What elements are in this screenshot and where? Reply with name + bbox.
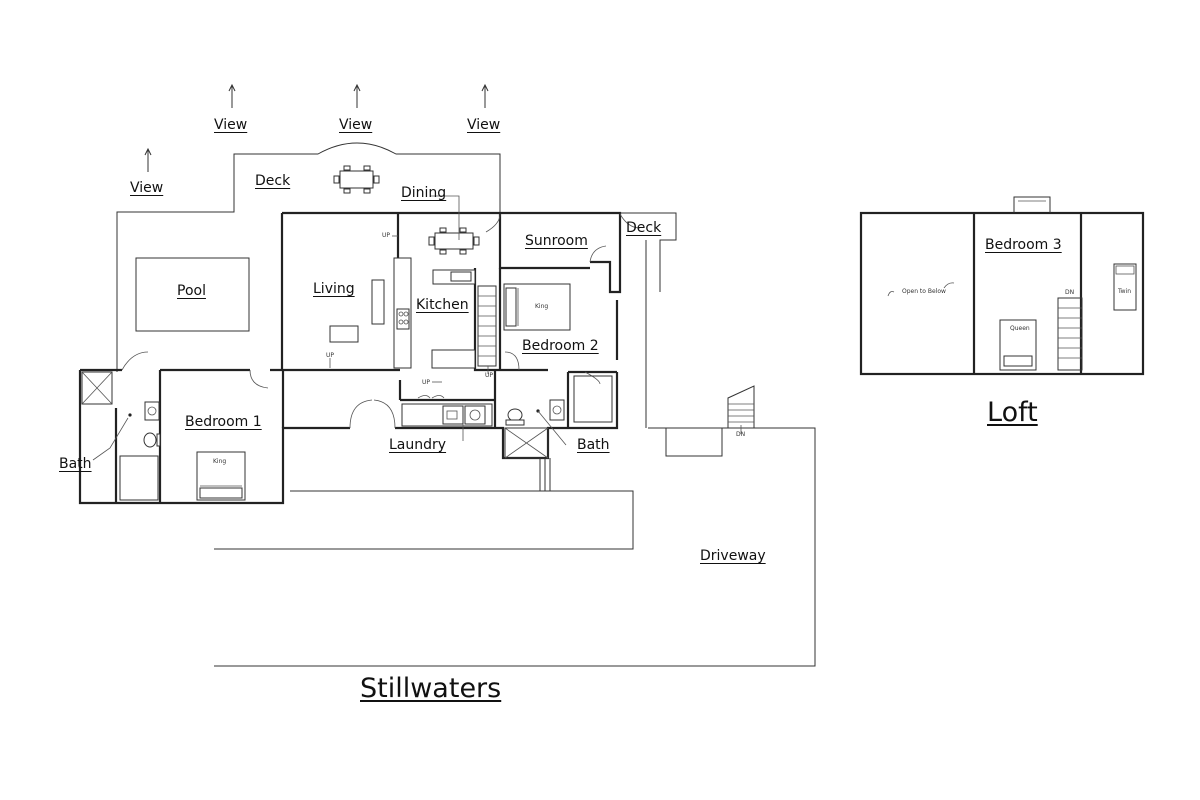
room-label-deck: Deck <box>255 173 291 189</box>
room-label-driveway: Driveway <box>700 548 766 564</box>
bath-left-fixtures <box>81 371 161 501</box>
stair-markers <box>329 235 489 383</box>
doors <box>121 213 641 429</box>
room-label-laundry: Laundry <box>389 437 447 453</box>
house-walls <box>78 211 622 505</box>
view-label-4: View <box>467 117 501 133</box>
room-label-sunroom: Sunroom <box>525 233 588 249</box>
bed-label-twin: Twin <box>1118 288 1132 295</box>
bed-label-king-2: King <box>535 303 549 310</box>
plan-title: Stillwaters <box>360 673 502 704</box>
room-label-pool: Pool <box>177 283 206 299</box>
pool-basin <box>135 257 250 332</box>
stair-up-note-4: UP <box>485 372 494 379</box>
room-label-living: Living <box>313 281 355 297</box>
room-label-side-deck: Deck <box>626 220 662 236</box>
laundry-fixtures <box>401 395 493 441</box>
stair-dn-note-2: DN <box>1065 289 1075 296</box>
room-label-bedroom3: Bedroom 3 <box>985 237 1062 253</box>
driveway-outline <box>214 385 816 667</box>
living-furniture <box>329 279 385 343</box>
stair-up-note-1: UP <box>382 232 391 239</box>
dining-table <box>428 195 480 255</box>
loft-title: Loft <box>987 397 1038 428</box>
open-to-below-note: Open to Below <box>902 288 946 295</box>
bedroom2-furniture <box>503 283 571 331</box>
deck-outline <box>116 142 501 372</box>
bed-label-queen: Queen <box>1010 325 1030 332</box>
deck-table <box>333 165 380 194</box>
room-label-bedroom1: Bedroom 1 <box>185 414 262 430</box>
side-deck <box>620 212 677 428</box>
view-arrows <box>144 83 489 172</box>
room-label-dining: Dining <box>401 185 447 201</box>
room-label-bath-right: Bath <box>577 437 610 453</box>
stair-up-note-3: UP <box>422 379 431 386</box>
stair-up-note-2: UP <box>326 352 335 359</box>
loft-walls <box>859 196 1145 376</box>
view-label-1: View <box>130 180 164 196</box>
bath-right-fixtures <box>504 375 613 491</box>
bed-label-king-1: King <box>213 458 227 465</box>
stairs <box>477 285 497 367</box>
view-label-2: View <box>214 117 248 133</box>
room-label-bath-left: Bath <box>59 456 92 472</box>
room-label-kitchen: Kitchen <box>416 297 469 313</box>
bedroom1-furniture <box>196 451 246 501</box>
kitchen-fixtures <box>393 257 476 369</box>
view-label-3: View <box>339 117 373 133</box>
stair-dn-note-1: DN <box>736 431 746 438</box>
room-label-bedroom2: Bedroom 2 <box>522 338 599 354</box>
